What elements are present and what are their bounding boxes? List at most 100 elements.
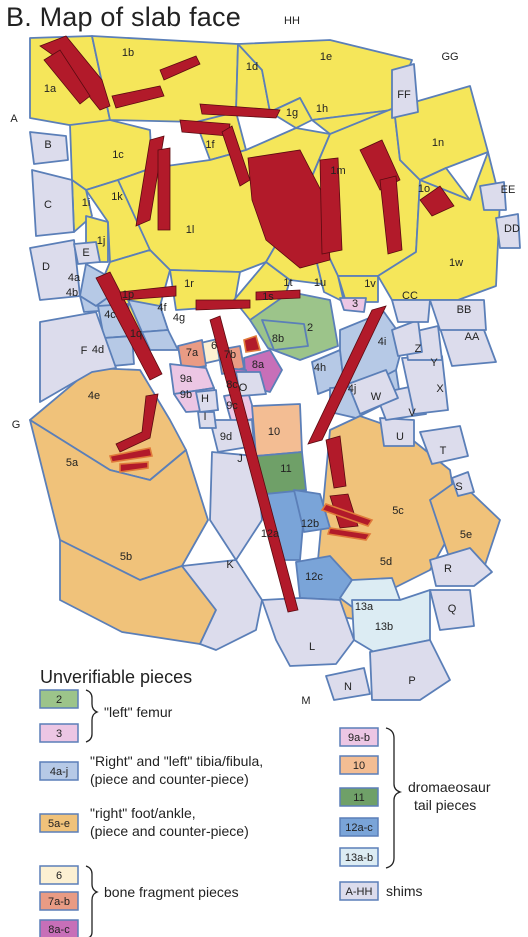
piece-label: 7b [224, 349, 236, 361]
piece-label: 4j [348, 383, 357, 395]
piece-label: 1l [186, 224, 195, 236]
piece-label: 12b [301, 518, 319, 530]
shim-label: R [444, 563, 452, 575]
piece-label: 5d [380, 556, 392, 568]
shim-label: V [408, 407, 416, 419]
legend-item-9a-b: 9a-b [340, 728, 378, 746]
piece-label: 1k [111, 191, 123, 203]
shim-label: H [201, 393, 209, 405]
piece-label: 4i [378, 336, 387, 348]
piece-label: 4g [173, 312, 185, 324]
shim-label: X [436, 383, 444, 395]
piece-label: 4a [68, 272, 81, 284]
shim-label: L [309, 641, 315, 653]
legend-brace [86, 690, 97, 742]
legend-item-13a-b: 13a-b [340, 848, 378, 866]
shim-label: EE [501, 184, 516, 196]
legend-item-5a-e: 5a-e"right" foot/ankle,(piece and counte… [40, 805, 249, 839]
legend-swatch-label: A-HH [346, 886, 373, 898]
piece-label: 9a [180, 373, 193, 385]
legend-dromaeosaur-label: tail pieces [414, 797, 476, 813]
legend-swatch-label: 7a-b [48, 896, 70, 908]
piece-label: 9d [220, 431, 232, 443]
legend-description: (piece and counter-piece) [90, 771, 249, 787]
piece-label: 1u [314, 277, 326, 289]
legend-item-10: 10 [340, 756, 378, 774]
piece-label: 3 [352, 298, 358, 310]
legend-description: (piece and counter-piece) [90, 823, 249, 839]
shim-label: HH [284, 15, 300, 27]
piece-label: 4h [314, 362, 326, 374]
shim-label: BB [457, 304, 472, 316]
shim-label: DD [504, 223, 520, 235]
shim-label: W [371, 391, 382, 403]
shim-P-shape [370, 640, 450, 700]
piece-label: 1g [286, 107, 298, 119]
legend-item-A-HH: A-HH shims [340, 882, 423, 900]
piece-label: 13b [375, 621, 393, 633]
piece-label: 4f [157, 302, 167, 314]
legend-dromaeosaur-label: dromaeosaur [408, 779, 491, 795]
legend-item-8a-c: 8a-c [40, 920, 78, 937]
legend-swatch-label: 13a-b [345, 852, 373, 864]
piece-label: 8c [226, 379, 238, 391]
shim-label: N [344, 681, 352, 693]
piece-label: 2 [307, 322, 313, 334]
piece-label: 8a [252, 359, 265, 371]
legend-description: "Right" and "left" tibia/fibula, [90, 753, 263, 769]
piece-label: 5c [392, 505, 404, 517]
piece-label: 1f [205, 139, 215, 151]
piece-label: 5e [460, 529, 472, 541]
piece-label: 5a [66, 457, 79, 469]
legend-swatch-label: 10 [353, 760, 365, 772]
piece-label: 1p [122, 289, 134, 301]
legend-bone-label: bone fragment pieces [104, 884, 239, 900]
legend-brace [86, 866, 97, 937]
shim-label: AA [465, 331, 480, 343]
shim-label: J [237, 453, 243, 465]
legend-swatch-label: 2 [56, 694, 62, 706]
shim-label: C [44, 199, 52, 211]
piece-label: 4c [104, 309, 116, 321]
piece-label: 4b [66, 287, 78, 299]
legend-swatch-label: 12a-c [345, 822, 373, 834]
bone-fragment [158, 148, 170, 230]
shim-label: I [203, 411, 206, 423]
piece-label: 8b [272, 333, 284, 345]
shim-label: K [226, 559, 234, 571]
legend-swatch-label: 9a-b [348, 732, 370, 744]
piece-label: 1s [262, 291, 274, 303]
shim-label: Z [415, 343, 422, 355]
piece-label: 1t [283, 277, 292, 289]
piece-label: 1h [316, 103, 328, 115]
legend-swatch-label: 3 [56, 728, 62, 740]
piece-label: 4e [88, 390, 100, 402]
legend-swatch-label: 6 [56, 870, 62, 882]
shim-label: B [44, 139, 51, 151]
shim-label: CC [402, 290, 418, 302]
piece-label: 4d [92, 344, 104, 356]
shim-label: D [42, 261, 50, 273]
piece-label: 5b [120, 551, 132, 563]
piece-label: 1m [330, 165, 345, 177]
piece-label: 1v [364, 278, 376, 290]
piece-label: 1n [432, 137, 444, 149]
legend: Unverifiable pieces234a-j"Right" and "le… [40, 667, 491, 937]
bone-fragment [244, 336, 260, 352]
legend-item-2: 2 [40, 690, 78, 708]
shim-label: T [440, 445, 447, 457]
legend-swatch-label: 5a-e [48, 818, 70, 830]
shim-label: O [239, 382, 248, 394]
legend-description: shims [386, 883, 423, 899]
legend-item-11: 11 [340, 788, 378, 806]
piece-label: 1b [122, 47, 134, 59]
piece-label: 1q [130, 328, 142, 340]
piece-label: 1a [44, 83, 57, 95]
shim-label: Q [448, 603, 457, 615]
piece-label: 1d [246, 61, 258, 73]
legend-item-6: 6 [40, 866, 78, 884]
legend-item-3: 3 [40, 724, 78, 742]
piece-label: 1r [184, 278, 194, 290]
piece-label: 12a [261, 528, 280, 540]
